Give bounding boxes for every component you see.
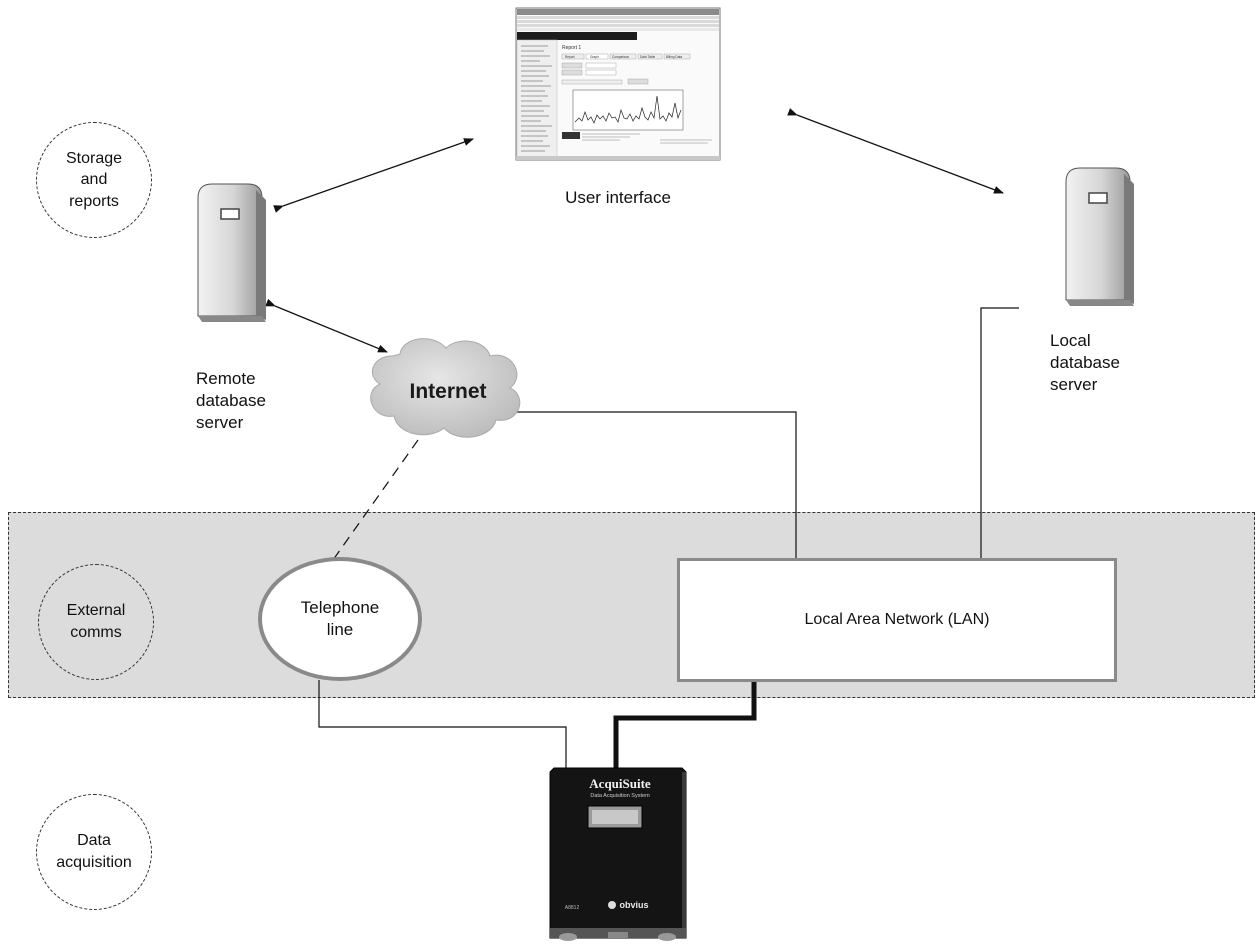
device-brand: obvius	[619, 900, 648, 910]
local-server-label: Local database server	[1050, 331, 1120, 395]
lan-label: Local Area Network (LAN)	[804, 611, 990, 628]
wire-lan-device	[613, 680, 757, 768]
arrow-remote-internet	[265, 298, 388, 353]
internet-cloud-icon	[370, 338, 521, 438]
arrow-remote-ui	[273, 138, 474, 213]
arrow-ui-local	[787, 108, 1004, 194]
wire-local-lan	[980, 307, 1019, 559]
wire-internet-lan	[517, 411, 797, 559]
device-subtitle: Data Acquisition System	[590, 793, 650, 799]
svg-text:Report 1: Report 1	[562, 45, 581, 51]
user-interface-screenshot: Report 1 Report Graph Comparison Data Ta…	[515, 7, 721, 161]
local-server-icon	[1065, 167, 1134, 306]
zone-storage-reports: Storage and reports	[36, 122, 152, 238]
svg-text:Billing Data: Billing Data	[666, 55, 682, 59]
telephone-line-node: Telephone line	[258, 557, 422, 681]
remote-server-label: Remote database server	[196, 369, 266, 433]
wire-telephone-device	[318, 680, 567, 768]
svg-text:Comparison: Comparison	[612, 55, 629, 59]
user-interface-label: User interface	[565, 188, 671, 207]
acquisuite-device-icon	[549, 767, 687, 941]
zone-data-acquisition: Data acquisition	[36, 794, 152, 910]
remote-server-icon	[197, 183, 266, 322]
device-model: A8812	[565, 905, 580, 911]
zone-external-comms: External comms	[38, 564, 154, 680]
svg-text:Data Table: Data Table	[640, 55, 655, 59]
wire-internet-telephone	[332, 439, 419, 561]
svg-text:Report: Report	[565, 55, 575, 59]
lan-box: Local Area Network (LAN)	[677, 558, 1117, 682]
svg-text:Graph: Graph	[590, 55, 599, 59]
device-name: AcquiSuite	[589, 776, 651, 791]
internet-label: Internet	[409, 380, 486, 403]
